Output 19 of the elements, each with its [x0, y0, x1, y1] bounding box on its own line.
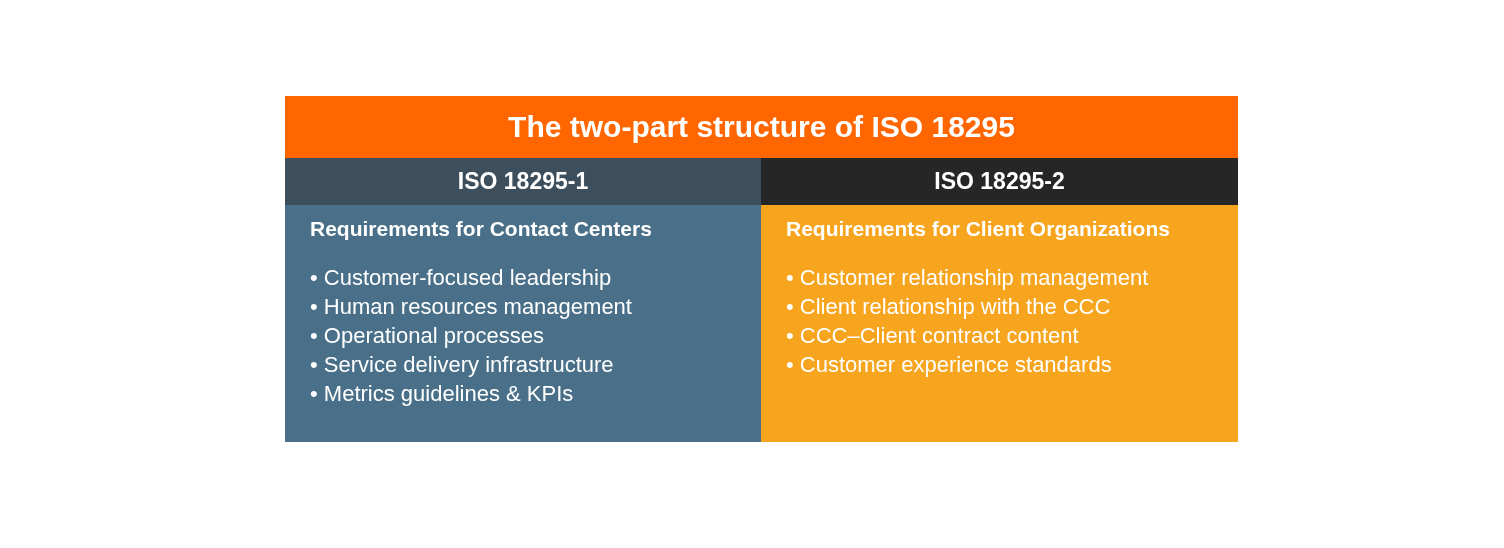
bullet-item: • Metrics guidelines & KPIs: [310, 380, 575, 408]
bullet-item: • Customer relationship management: [786, 264, 1150, 292]
column-header: [761, 158, 1238, 205]
bullet-item: • Human resources management: [310, 293, 633, 321]
title-band: [285, 96, 1238, 158]
bullet-item: • Service delivery infrastructure: [310, 351, 615, 379]
bullet-item: • CCC–Client contract content: [786, 322, 1080, 350]
panel-heading: Requirements for Contact Centers: [310, 217, 652, 241]
column-header: [285, 158, 761, 205]
bullet-item: • Customer experience standards: [786, 351, 1113, 379]
requirements-panel: [761, 205, 1238, 442]
panel-heading: Requirements for Client Organizations: [786, 217, 1170, 241]
bullet-item: • Client relationship with the CCC: [786, 293, 1112, 321]
requirements-panel: [285, 205, 761, 442]
bullet-item: • Operational processes: [310, 322, 545, 350]
header-text: ISO 18295-1: [457, 168, 589, 195]
band-label: The two-part structure of ISO 18295: [508, 110, 1015, 144]
header-text: ISO 18295-2: [934, 168, 1065, 195]
bullet-item: • Customer-focused leadership: [310, 264, 613, 292]
